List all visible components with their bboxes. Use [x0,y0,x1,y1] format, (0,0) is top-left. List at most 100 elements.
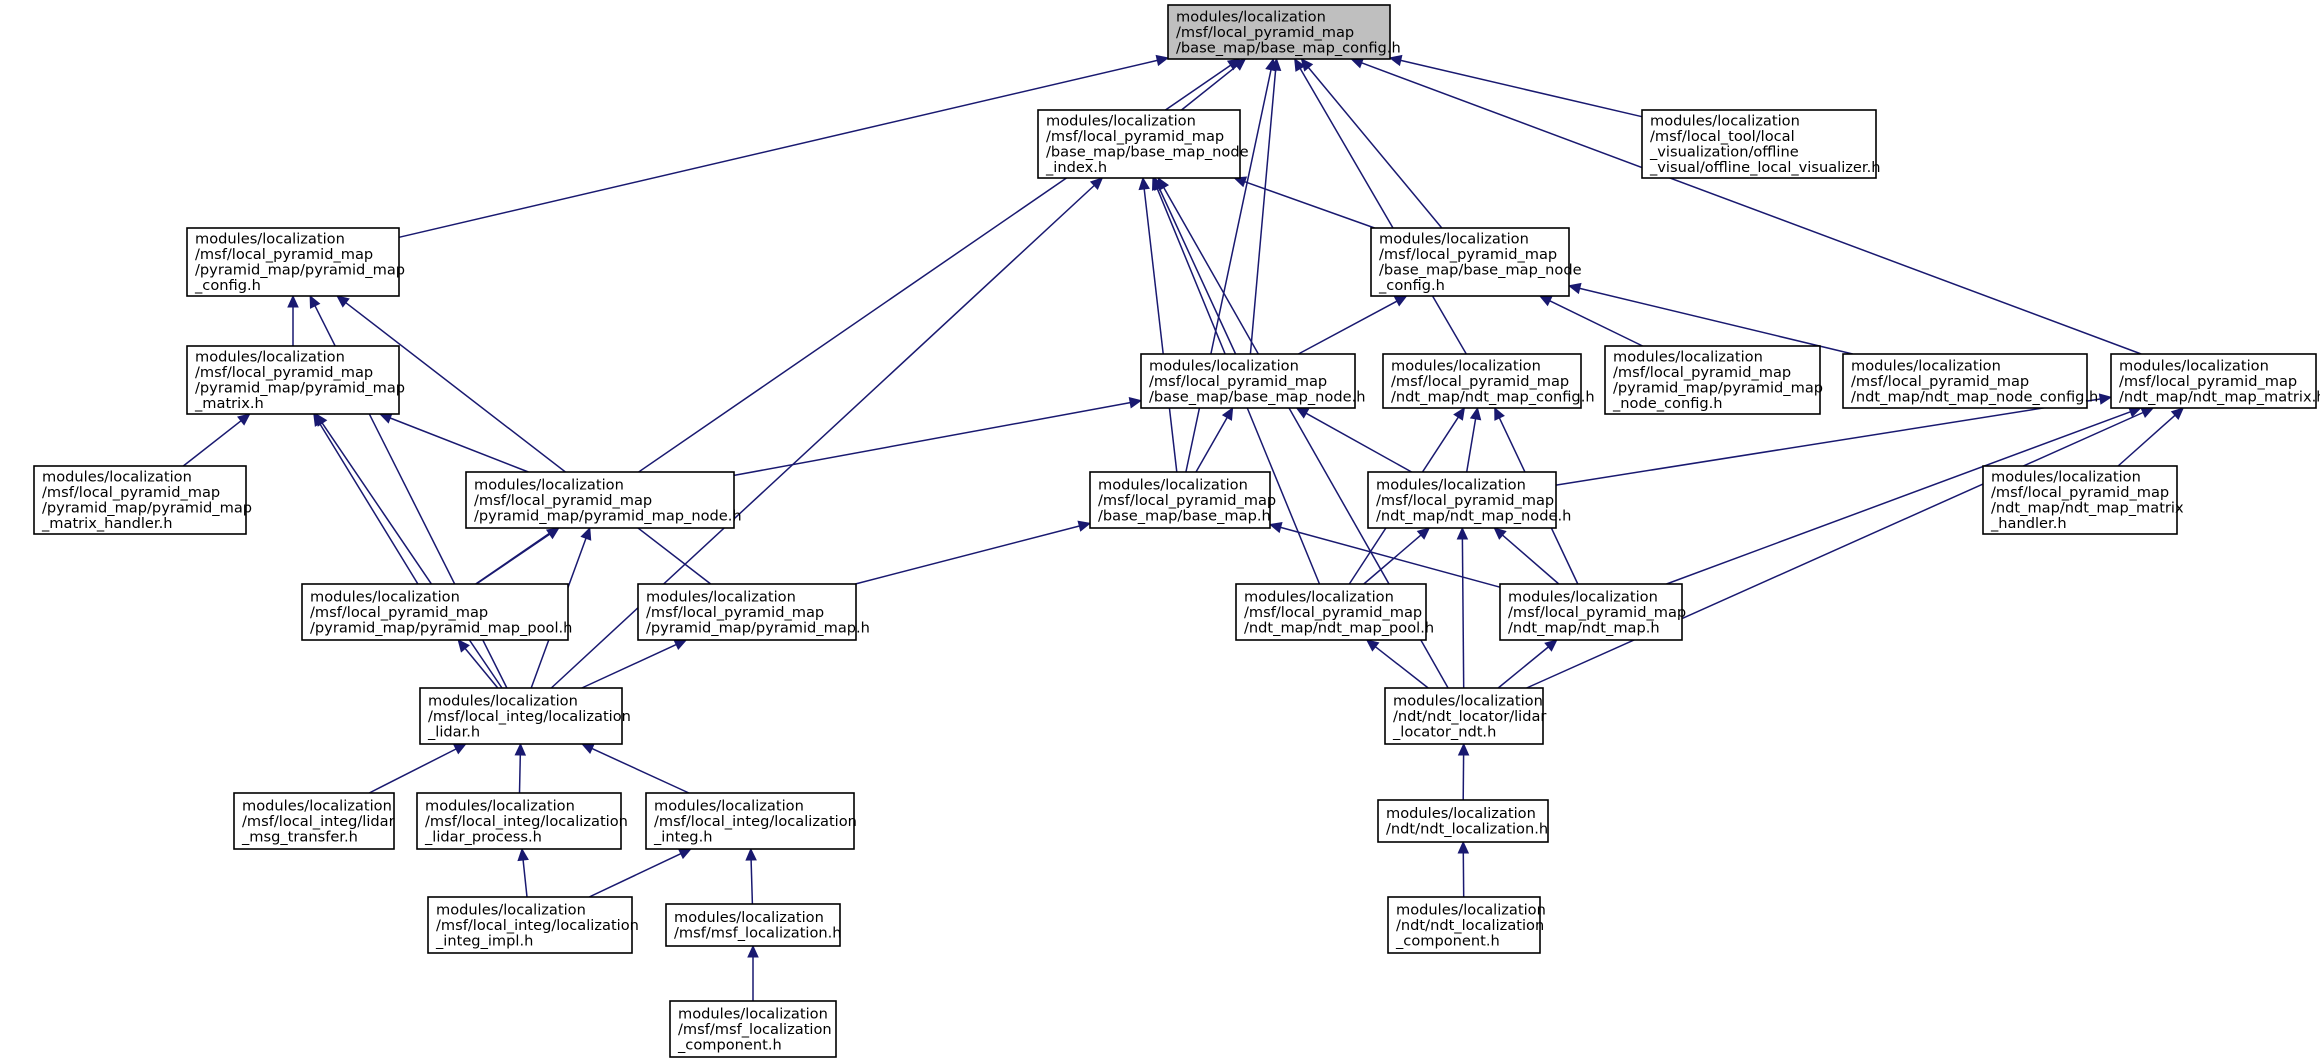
edge-ndt-map-node-to-bm-node [1295,407,1412,473]
node-bm-node-config[interactable]: modules/localization/msf/local_pyramid_m… [1370,227,1582,297]
node-box [1384,687,1544,745]
edge-arrowhead [1265,57,1277,72]
node-base-map[interactable]: modules/localization/msf/local_pyramid_m… [1089,471,1276,529]
node-box [1982,465,2178,535]
node-pm-matrix[interactable]: modules/localization/msf/local_pyramid_m… [186,345,405,415]
node-ndt-map-node[interactable]: modules/localization/msf/local_pyramid_m… [1367,471,1571,529]
edge-line [750,859,754,905]
node-pm-pool[interactable]: modules/localization/msf/local_pyramid_m… [301,583,572,641]
node-label-line: _integ_impl.h [435,932,533,949]
edge-ndt-node-config-to-bm-node-config [1567,282,1853,355]
edge-line [1307,67,1443,229]
node-loc-lidar[interactable]: modules/localization/msf/local_integ/loc… [419,687,631,745]
node-ndt-map-matrix[interactable]: modules/localization/msf/local_pyramid_m… [2110,353,2320,409]
edge-msf-component-to-msf-localization [747,944,759,1001]
node-ndt-pool[interactable]: modules/localization/msf/local_pyramid_m… [1235,583,1434,641]
node-box [427,896,633,954]
node-box [2110,353,2317,409]
edge-line [1195,417,1228,473]
node-loc-integ[interactable]: modules/localization/msf/local_integ/loc… [645,792,857,850]
node-offline-vis[interactable]: modules/localization/msf/local_tool/loca… [1641,109,1880,179]
edge-arrowhead [452,743,467,755]
node-integ-impl[interactable]: modules/localization/msf/local_integ/loc… [427,896,639,954]
edge-line [1549,300,1643,347]
edge-line [1249,69,1277,355]
edge-msf-localization-to-loc-integ [745,847,757,905]
node-bm-node-index[interactable]: modules/localization/msf/local_pyramid_m… [1037,109,1249,179]
node-label-line: _msg_transfer.h [241,828,358,845]
edge-line [1465,418,1477,473]
node-pm-node[interactable]: modules/localization/msf/local_pyramid_m… [465,471,742,529]
edge-pm-pool-to-pm-node [475,527,560,585]
node-box [186,345,400,415]
node-label-line: /msf/local_pyramid_map [1149,373,1327,390]
edge-line [1181,65,1238,111]
node-box [419,687,623,745]
node-ndt-map[interactable]: modules/localization/msf/local_pyramid_m… [1499,583,1686,641]
node-label-line: modules/localization [1098,476,1248,493]
edge-arrowhead [1388,54,1403,67]
edge-arrowhead [745,847,757,861]
node-box [1089,471,1271,529]
node-pm-node-config[interactable]: modules/localization/msf/local_pyramid_m… [1604,345,1823,415]
node-ndt-node-config[interactable]: modules/localization/msf/local_pyramid_m… [1842,353,2098,409]
node-label-line: modules/localization [1396,901,1546,918]
node-msf-localization[interactable]: modules/localization/msf/msf_localizatio… [665,903,842,947]
edge-loc-lidar-to-pm-matrix [315,413,503,689]
node-label-line: modules/localization [1379,231,1529,248]
node-label-line: /ndt/ndt_localization.h [1386,821,1548,838]
node-box [186,227,400,297]
edge-arrowhead [336,295,350,308]
node-label-line: /msf/local_pyramid_map [1851,373,2029,390]
node-pm-config[interactable]: modules/localization/msf/local_pyramid_m… [186,227,405,297]
node-ndt-loc-component[interactable]: modules/localization/ndt/ndt_localizatio… [1387,896,1546,954]
node-label-line: modules/localization [1613,349,1763,366]
edge-lidar-locator-ndt-to-ndt-map [1497,639,1558,689]
node-bm-node[interactable]: modules/localization/msf/local_pyramid_m… [1140,353,1365,409]
node-label-line: /msf/local_pyramid_map [1244,604,1422,621]
node-label-line: /base_map/base_map_node.h [1149,388,1365,405]
node-label-line: /base_map/base_map_config.h [1176,39,1401,56]
edge-lidar-locator-ndt-to-ndt-map-matrix [1526,407,2155,689]
node-label-line: /ndt_map/ndt_map_matrix.h [2119,388,2320,405]
node-msf-component[interactable]: modules/localization/msf/msf_localizatio… [669,1000,837,1058]
node-label-line: modules/localization [646,588,796,605]
node-lidar-locator-ndt[interactable]: modules/localization/ndt/ndt_locator/lid… [1384,687,1546,745]
node-label-line: /msf/local_integ/localization [428,708,631,725]
edge-line [1298,300,1398,355]
edge-arrowhead [1538,295,1553,307]
edge-line [1375,646,1429,689]
node-box [233,792,395,850]
node-box [1377,799,1549,843]
node-label-line: modules/localization [310,588,460,605]
node-label-line: modules/localization [474,476,624,493]
node-box [1140,353,1356,409]
edge-loc-integ-to-loc-lidar [581,743,690,794]
node-label-line: _node_config.h [1612,395,1723,412]
edge-integ-impl-to-lidar-process [517,847,529,898]
edge-line [1361,62,2142,355]
node-pm-matrix-handler[interactable]: modules/localization/msf/local_pyramid_m… [33,465,252,535]
edge-arrowhead [1221,406,1234,421]
node-box [669,1000,837,1058]
edge-line [464,648,499,689]
edge-arrowhead [545,527,560,540]
edge-arrowhead [1128,397,1143,409]
node-pyramid-map[interactable]: modules/localization/msf/local_pyramid_m… [637,583,870,641]
edge-arrowhead [1157,176,1170,191]
node-label-line: /pyramid_map/pyramid_map [195,380,405,397]
node-label-line: /msf/local_pyramid_map [1391,373,1569,390]
node-ndt-matrix-handler[interactable]: modules/localization/msf/local_pyramid_m… [1982,465,2184,535]
node-label-line: _visualization/offline [1649,144,1799,161]
node-lidar-msg[interactable]: modules/localization/msf/local_integ/lid… [233,792,395,850]
edge-arrowhead [1457,840,1470,854]
node-label-line: _locator_ndt.h [1392,723,1496,740]
edge-line [1158,187,1237,355]
node-lidar-process[interactable]: modules/localization/msf/local_integ/loc… [416,792,628,850]
edge-pm-config-to-root [398,54,1170,239]
edge-line [1305,412,1412,473]
edge-ndt-loc-component-to-ndt-localization [1457,840,1470,898]
node-ndt-map-config[interactable]: modules/localization/msf/local_pyramid_m… [1382,353,1595,409]
node-ndt-localization[interactable]: modules/localization/ndt/ndt_localizatio… [1377,799,1549,843]
